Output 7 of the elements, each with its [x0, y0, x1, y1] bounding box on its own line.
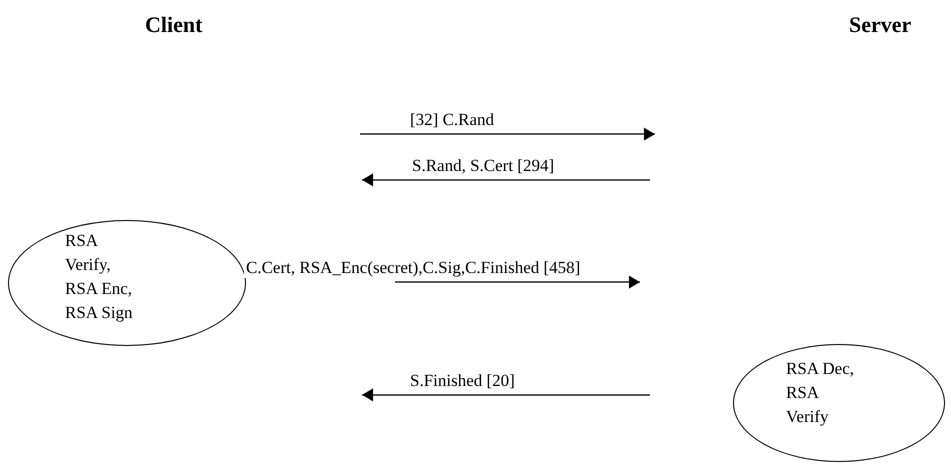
message-label: C.Cert, RSA_Enc(secret),C.Sig,C.Finished [458] [244, 258, 582, 278]
ellipse-text: RSA Verify, RSA Enc, RSA Sign [65, 230, 134, 324]
ellipse-text: RSA Dec, RSA Verify [786, 358, 855, 428]
message-label: [32] C.Rand [408, 110, 496, 130]
column-heading: Client [145, 12, 202, 38]
column-heading: Server [849, 12, 912, 38]
message-label: S.Finished [20] [408, 371, 517, 391]
